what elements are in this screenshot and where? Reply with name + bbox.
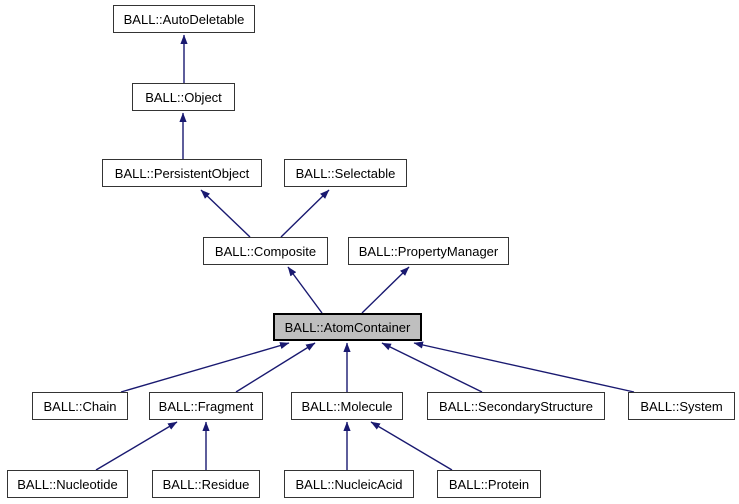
- node-ball-residue[interactable]: BALL::Residue: [152, 470, 260, 498]
- node-ball-selectable[interactable]: BALL::Selectable: [284, 159, 407, 187]
- edge-protein-to-molecule: [370, 421, 453, 471]
- edge-atomcontainer-to-propertymanager: [361, 266, 410, 314]
- node-ball-atomcontainer-current: BALL::AtomContainer: [273, 313, 422, 341]
- node-ball-propertymanager[interactable]: BALL::PropertyManager: [348, 237, 509, 265]
- edge-composite-to-persistentobject: [200, 189, 251, 238]
- node-ball-secondarystructure[interactable]: BALL::SecondaryStructure: [427, 392, 605, 420]
- node-ball-nucleicacid[interactable]: BALL::NucleicAcid: [284, 470, 414, 498]
- edge-chain-to-atomcontainer: [120, 342, 290, 393]
- edge-secondarystructure-to-atomcontainer: [381, 342, 483, 393]
- edge-composite-to-selectable: [280, 189, 330, 238]
- node-ball-composite[interactable]: BALL::Composite: [203, 237, 328, 265]
- node-ball-molecule[interactable]: BALL::Molecule: [291, 392, 403, 420]
- node-ball-persistentobject[interactable]: BALL::PersistentObject: [102, 159, 262, 187]
- edge-atomcontainer-to-composite: [287, 266, 323, 314]
- edge-fragment-to-atomcontainer: [235, 342, 316, 393]
- node-ball-protein[interactable]: BALL::Protein: [437, 470, 541, 498]
- node-ball-chain[interactable]: BALL::Chain: [32, 392, 128, 420]
- node-ball-object[interactable]: BALL::Object: [132, 83, 235, 111]
- node-ball-fragment[interactable]: BALL::Fragment: [149, 392, 263, 420]
- edge-nucleotide-to-fragment: [95, 421, 178, 471]
- node-ball-nucleotide[interactable]: BALL::Nucleotide: [7, 470, 128, 498]
- node-ball-autodeletable[interactable]: BALL::AutoDeletable: [113, 5, 255, 33]
- node-ball-system[interactable]: BALL::System: [628, 392, 735, 420]
- edge-system-to-atomcontainer: [413, 341, 635, 393]
